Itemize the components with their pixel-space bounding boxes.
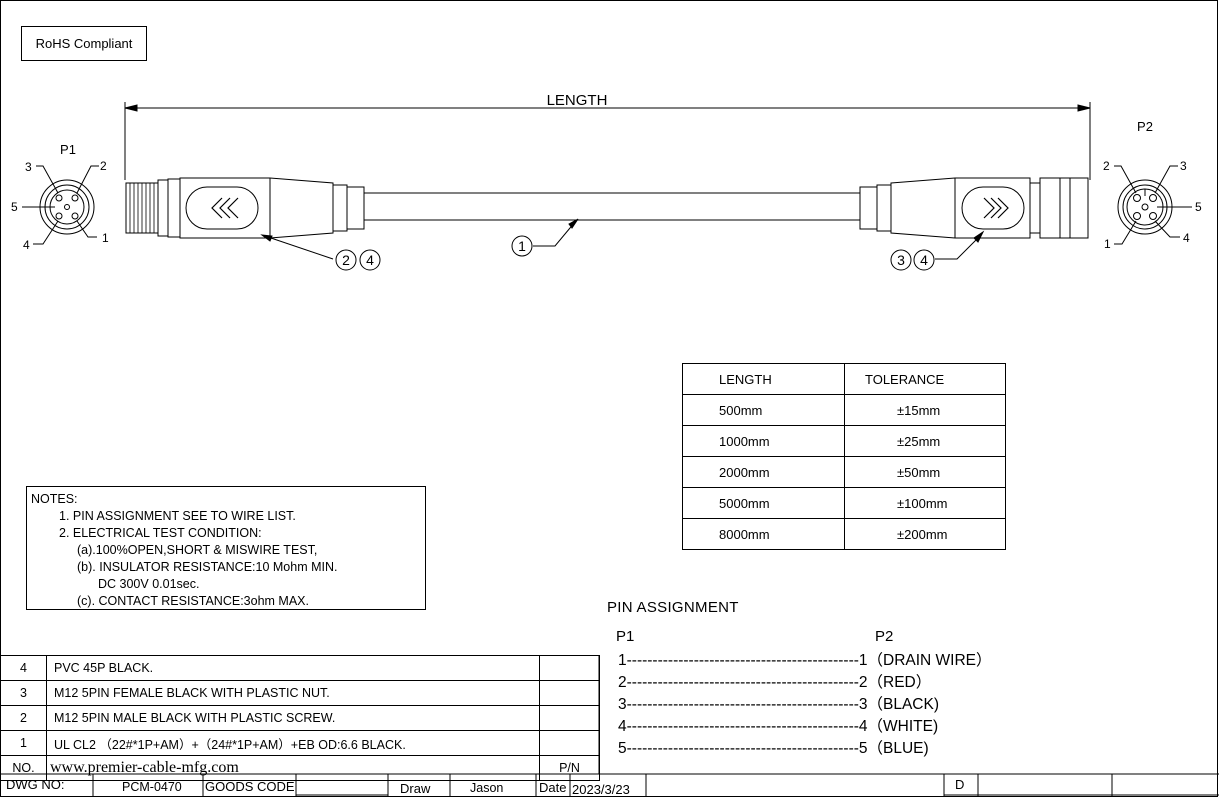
note-line: (b). INSULATOR RESISTANCE:10 Mohm MIN.: [77, 560, 338, 574]
p2-pin-label: 2: [1103, 159, 1110, 173]
p2-label: P2: [1137, 119, 1153, 134]
table-row: 2 M12 5PIN MALE BLACK WITH PLASTIC SCREW…: [0, 705, 600, 731]
draw-label: Draw: [400, 781, 431, 796]
bom-desc: UL CL2 （22#*1P+AM）+（24#*1P+AM）+EB OD:6.6…: [46, 730, 540, 756]
dwg-no-value: PCM-0470: [122, 780, 182, 794]
p2-pin-label: 4: [1183, 231, 1190, 245]
female-connector-p2: [859, 177, 1089, 239]
pin-assignment-list: 1---------------------------------------…: [618, 650, 992, 760]
p1-pin-label: 4: [23, 238, 30, 252]
revision-value: D: [955, 777, 965, 792]
table-header-cell: LENGTH: [682, 363, 845, 395]
bom-desc: M12 5PIN MALE BLACK WITH PLASTIC SCREW.: [46, 705, 540, 731]
pin-assignment-row: 5---------------------------------------…: [618, 740, 929, 757]
table-cell: ±15mm: [844, 394, 1006, 426]
bom-no: 3: [0, 680, 47, 706]
note-line: 1. PIN ASSIGNMENT SEE TO WIRE LIST.: [59, 509, 296, 523]
table-row: 500mm ±15mm: [682, 394, 1006, 426]
bom-pn: [539, 705, 600, 731]
table-row: 4 PVC 45P BLACK.: [0, 655, 600, 681]
table-cell: 8000mm: [682, 518, 845, 550]
table-row: 8000mm ±200mm: [682, 518, 1006, 550]
p2-pin-label: 5: [1195, 200, 1202, 214]
p2-face-view: [1114, 165, 1192, 245]
rohs-badge: RoHS Compliant: [21, 26, 147, 61]
goods-code-label: GOODS CODE: [205, 779, 295, 794]
table-row: NO. www.premier-cable-mfg.com P/N: [0, 755, 600, 781]
callout-balloon-text: 1: [518, 238, 526, 254]
pin-assignment-row: 2---------------------------------------…: [618, 674, 932, 691]
date-label: Date: [539, 780, 567, 795]
p1-label: P1: [60, 142, 76, 157]
callout-balloons: [335, 235, 935, 271]
notes-box: NOTES: 1. PIN ASSIGNMENT SEE TO WIRE LIS…: [26, 486, 426, 610]
notes-title: NOTES:: [31, 492, 78, 506]
note-line: DC 300V 0.01sec.: [98, 577, 200, 591]
note-line: (c). CONTACT RESISTANCE:3ohm MAX.: [77, 594, 309, 608]
table-cell: 2000mm: [682, 456, 845, 488]
pin-assignment-row: 3---------------------------------------…: [618, 696, 940, 713]
callout-balloon-text: 4: [366, 252, 374, 268]
p1-face-view: [22, 165, 99, 245]
bom-footer-pn: P/N: [539, 755, 600, 781]
draw-name: Jason: [470, 781, 504, 795]
length-dimension: [124, 102, 1091, 180]
table-row: 1 UL CL2 （22#*1P+AM）+（24#*1P+AM）+EB OD:6…: [0, 730, 600, 756]
pin-assignment-title: PIN ASSIGNMENT: [607, 599, 739, 616]
note-line: (a).100%OPEN,SHORT & MISWIRE TEST,: [77, 543, 318, 557]
bom-no: 4: [0, 655, 47, 681]
p2-pin-label: 3: [1180, 159, 1187, 173]
note-line: 2. ELECTRICAL TEST CONDITION:: [59, 526, 262, 540]
callout-balloon-text: 4: [920, 252, 928, 268]
tolerance-table: LENGTH TOLERANCE 500mm ±15mm 1000mm ±25m…: [682, 363, 1006, 550]
table-row: 2000mm ±50mm: [682, 456, 1006, 488]
table-row: 1000mm ±25mm: [682, 425, 1006, 457]
male-connector-p1: [125, 177, 365, 239]
table-row: 5000mm ±100mm: [682, 487, 1006, 519]
p1-pin-label: 2: [100, 159, 107, 173]
p2-pin-label: 1: [1104, 237, 1111, 251]
bom-desc: M12 5PIN FEMALE BLACK WITH PLASTIC NUT.: [46, 680, 540, 706]
pin-assignment-p1: P1: [616, 628, 635, 645]
dwg-no-label: DWG NO:: [6, 777, 65, 792]
pin-assignment-row: 1---------------------------------------…: [618, 652, 992, 669]
table-cell: ±50mm: [844, 456, 1006, 488]
date-value: 2023/3/23: [572, 782, 630, 797]
bom-no: 2: [0, 705, 47, 731]
bill-of-materials: 4 PVC 45P BLACK. 3 M12 5PIN FEMALE BLACK…: [0, 655, 600, 781]
callout-balloon-text: 2: [342, 252, 350, 268]
bom-pn: [539, 730, 600, 756]
table-cell: 500mm: [682, 394, 845, 426]
p1-pin-label: 1: [102, 231, 109, 245]
table-header-row: LENGTH TOLERANCE: [682, 363, 1006, 395]
table-cell: ±25mm: [844, 425, 1006, 457]
company-url: www.premier-cable-mfg.com: [46, 755, 540, 781]
bom-no: 1: [0, 730, 47, 756]
bom-pn: [539, 680, 600, 706]
table-cell: 1000mm: [682, 425, 845, 457]
table-cell: ±100mm: [844, 487, 1006, 519]
length-label: LENGTH: [547, 92, 608, 109]
callout-leaders: [260, 218, 985, 260]
bom-desc: PVC 45P BLACK.: [46, 655, 540, 681]
table-header-cell: TOLERANCE: [844, 363, 1006, 395]
callout-balloon-text: 3: [897, 252, 905, 268]
bom-footer-no: NO.: [0, 755, 47, 781]
table-row: 3 M12 5PIN FEMALE BLACK WITH PLASTIC NUT…: [0, 680, 600, 706]
bom-pn: [539, 655, 600, 681]
table-cell: ±200mm: [844, 518, 1006, 550]
cable: [364, 192, 860, 221]
pin-assignment-row: 4---------------------------------------…: [618, 718, 939, 735]
pin-assignment-p2: P2: [875, 628, 894, 645]
p1-pin-label: 5: [11, 200, 18, 214]
table-cell: 5000mm: [682, 487, 845, 519]
p1-pin-label: 3: [25, 160, 32, 174]
